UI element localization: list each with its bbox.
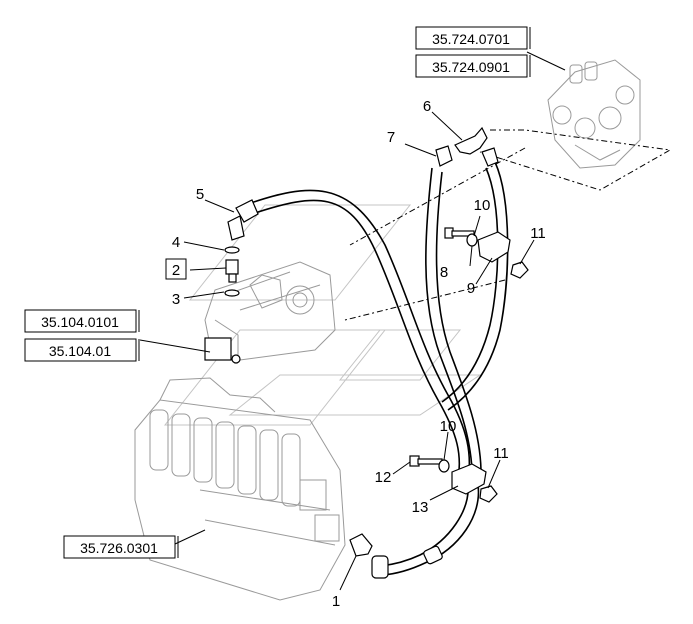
callout-2-box xyxy=(165,258,187,280)
callout-11-bottom: 11 xyxy=(493,445,509,462)
callout-1: 1 xyxy=(332,593,340,610)
callout-12: 12 xyxy=(375,469,392,486)
fitting-parts xyxy=(224,126,529,557)
callout-7: 7 xyxy=(387,129,395,146)
callout-10-top: 10 xyxy=(474,197,491,214)
hose-lines xyxy=(244,161,509,579)
callout-numbers: 1 2 3 4 5 6 7 8 9 10 10 11 11 12 13 xyxy=(165,98,546,610)
ref-label-35-104-01: 35.104.01 xyxy=(49,343,111,359)
ref-box-35-104-0101[interactable]: 35.104.0101 xyxy=(24,309,140,333)
leader-lines xyxy=(139,51,566,591)
control-valve-block xyxy=(134,377,346,601)
callout-6: 6 xyxy=(423,98,431,115)
ref-box-35-726-0301[interactable]: 35.726.0301 xyxy=(63,535,179,559)
callout-10-bottom: 10 xyxy=(440,418,457,435)
ref-label-35-104-0101: 35.104.0101 xyxy=(41,314,119,330)
callout-5: 5 xyxy=(196,186,204,203)
ref-label-35-724-0701: 35.724.0701 xyxy=(432,31,510,47)
auxiliary-valve-block xyxy=(547,59,641,169)
reference-boxes: 35.724.0701 35.724.0901 35.104.0101 35.1… xyxy=(24,26,531,559)
callout-3: 3 xyxy=(172,291,180,308)
ref-box-35-724-0701[interactable]: 35.724.0701 xyxy=(415,26,531,50)
callout-8: 8 xyxy=(440,264,448,281)
pump-assembly xyxy=(204,261,336,364)
callout-9: 9 xyxy=(467,280,475,297)
callout-4: 4 xyxy=(172,234,180,251)
callout-11-top: 11 xyxy=(530,225,546,242)
ref-box-35-104-01[interactable]: 35.104.01 xyxy=(24,338,140,362)
ref-label-35-726-0301: 35.726.0301 xyxy=(80,540,158,556)
callout-2: 2 xyxy=(172,262,180,279)
ref-label-35-724-0901: 35.724.0901 xyxy=(432,59,510,75)
callout-13: 13 xyxy=(412,499,429,516)
ref-box-35-724-0901[interactable]: 35.724.0901 xyxy=(415,54,531,78)
